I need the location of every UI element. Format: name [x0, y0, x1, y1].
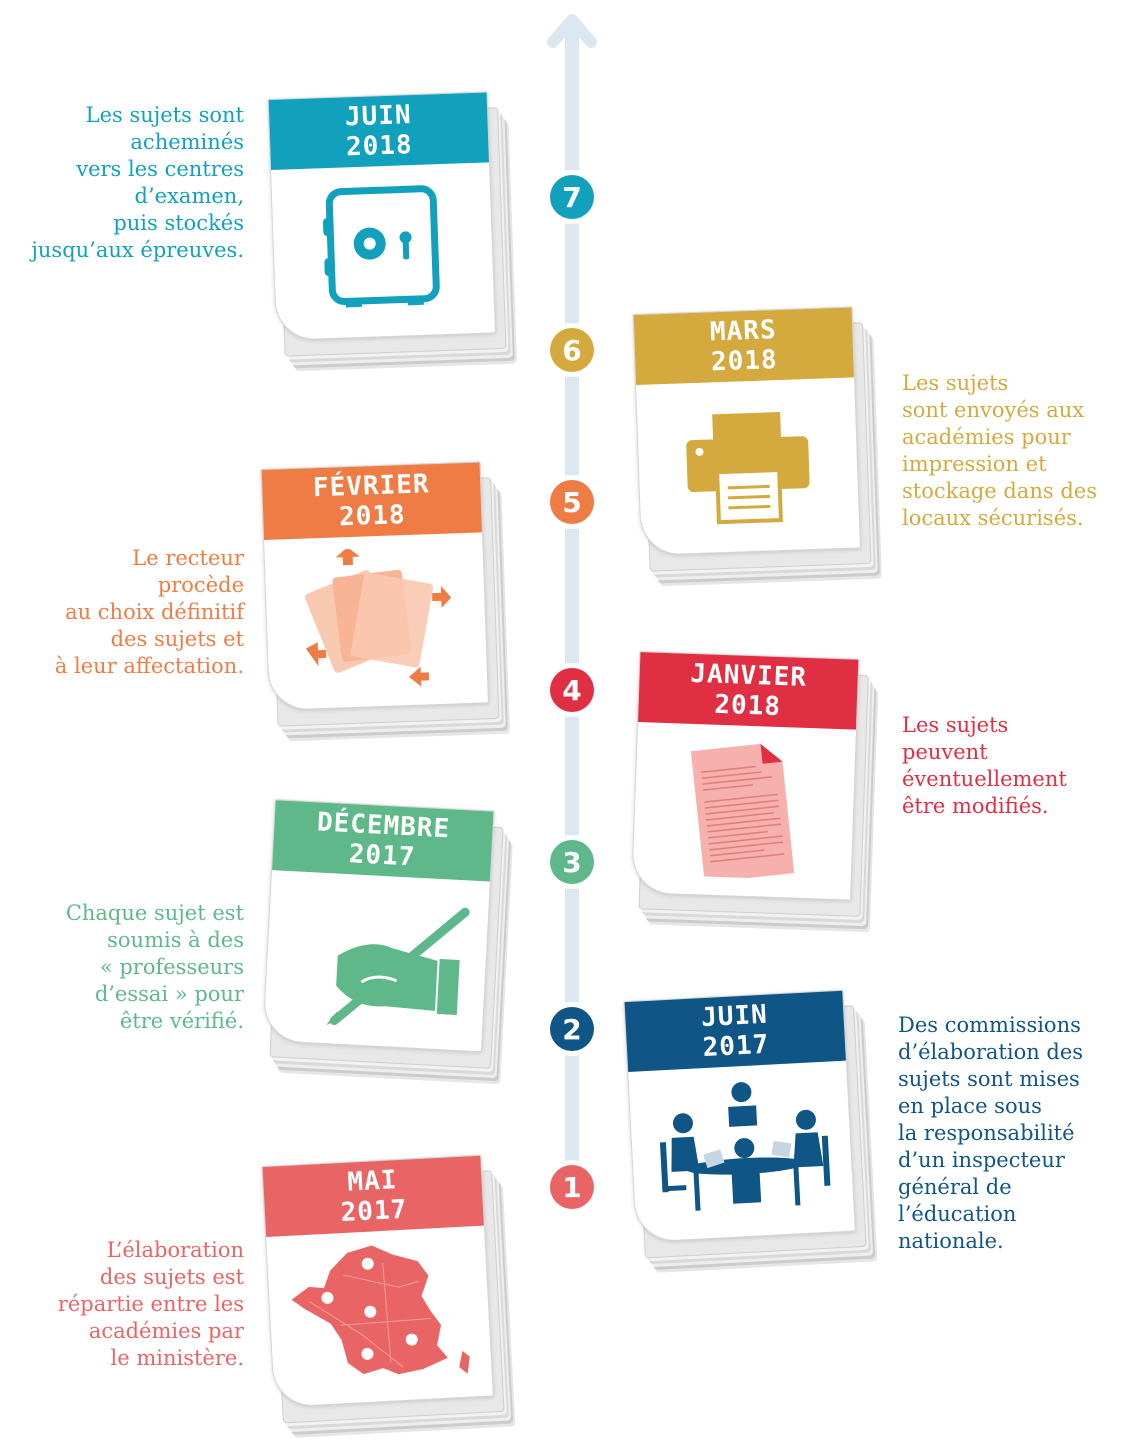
- calendar-header: MARS 2018: [633, 307, 854, 386]
- safe-icon: [322, 185, 440, 308]
- calendar-year: 2018: [710, 345, 779, 378]
- step-badge-6: 6: [550, 328, 594, 372]
- step-badge-4: 4: [550, 668, 594, 712]
- arrow-up-icon: [547, 14, 597, 48]
- calendar-step-5: FÉVRIER 2018: [260, 461, 500, 727]
- step-5-description: Le recteur procède au choix définitif de…: [54, 546, 244, 678]
- calendar-header: JUIN 2018: [268, 92, 489, 171]
- calendar-header: DÉCEMBRE 2017: [272, 800, 494, 882]
- step-3-description: Chaque sujet est soumis à des « professe…: [65, 901, 244, 1033]
- calendar-year: 2018: [338, 500, 407, 533]
- writing-hand-icon: [326, 907, 470, 1026]
- document-icon: [690, 743, 795, 882]
- calendar-header: FÉVRIER 2018: [261, 462, 482, 541]
- step-7-description: Les sujets sont acheminés vers les centr…: [31, 103, 244, 262]
- step-badge-7: 7: [550, 175, 594, 219]
- step-badge-2: 2: [550, 1007, 594, 1051]
- step-4-description: Les sujets peuvent éventuellement être m…: [902, 713, 1067, 818]
- step-badge-5: 5: [550, 480, 594, 524]
- calendar-year: 2018: [345, 130, 414, 163]
- printer-icon: [686, 412, 810, 525]
- step-2-description: Des commissions d’élaboration des sujets…: [898, 1013, 1084, 1253]
- step-badge-1: 1: [550, 1165, 594, 1209]
- calendar-step-7: JUIN 2018: [267, 91, 507, 357]
- calendar-step-6: MARS 2018: [632, 306, 872, 572]
- calendar-step-4: JANVIER 2018: [631, 651, 870, 917]
- calendar-step-3: DÉCEMBRE 2017: [261, 799, 504, 1069]
- papers-selection-icon: [304, 547, 452, 687]
- calendar-header: MAI 2017: [262, 1155, 484, 1238]
- step-badge-3: 3: [550, 840, 594, 884]
- timeline-axis: [565, 22, 579, 1182]
- step-6-description: Les sujets sont envoyés aux académies po…: [902, 371, 1097, 530]
- meeting-icon: [659, 1082, 831, 1211]
- calendar-year: 2018: [713, 689, 782, 723]
- calendar-header: JANVIER 2018: [638, 652, 859, 730]
- calendar-step-1: MAI 2017: [261, 1154, 505, 1424]
- france-map-icon: [291, 1245, 470, 1375]
- calendar-header: JUIN 2017: [624, 990, 846, 1073]
- calendar-step-2: JUIN 2017: [623, 989, 867, 1259]
- step-1-description: L’élaboration des sujets est répartie en…: [57, 1238, 244, 1370]
